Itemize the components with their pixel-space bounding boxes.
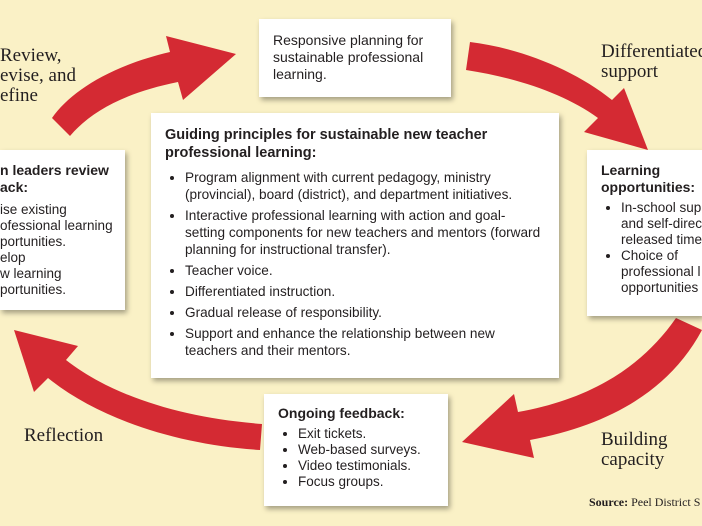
- ongoing-feedback-box: Ongoing feedback: Exit tickets. Web-base…: [264, 394, 448, 506]
- leaders-review-list: ise existing ofessional learning portuni…: [0, 202, 125, 298]
- guiding-principles-title-line1: Guiding principles for sustainable new t…: [165, 127, 488, 143]
- stage-label-review: Review, evise, and efine: [0, 46, 76, 106]
- list-item: In-school sup and self-direc released ti…: [621, 200, 702, 248]
- leaders-review-title-line1: n leaders review: [0, 162, 109, 178]
- list-item: Teacher voice.: [185, 262, 545, 279]
- stage-label-differentiated: Differentiated support: [601, 42, 702, 82]
- arrow-review-to-planning: [52, 36, 236, 136]
- leaders-review-title: n leaders review ack:: [0, 162, 125, 196]
- planning-text-line2: sustainable professional: [273, 49, 424, 65]
- planning-text-line1: Responsive planning for: [273, 32, 424, 48]
- list-item: Support and enhance the relationship bet…: [185, 325, 545, 359]
- leaders-review-title-line2: ack:: [0, 179, 29, 195]
- stage-label-review-line3: efine: [0, 85, 38, 106]
- arrow-feedback-to-review: [14, 330, 262, 450]
- learning-opportunities-title: Learning opportunities:: [601, 162, 702, 196]
- list-item: Exit tickets.: [298, 426, 438, 442]
- source-note: Source: Peel District S: [589, 495, 700, 510]
- planning-text-line3: learning.: [273, 66, 327, 82]
- stage-label-building-line1: Building: [601, 429, 668, 450]
- stage-label-review-line1: Review,: [0, 45, 62, 66]
- learning-item2-line2: professional l: [621, 264, 701, 279]
- learning-item1-line2: and self-direc: [621, 216, 702, 231]
- list-item: Choice of professional l opportunities: [621, 248, 702, 296]
- guiding-principles-list: Program alignment with current pedagogy,…: [165, 169, 545, 359]
- list-item: Focus groups.: [298, 474, 438, 490]
- stage-label-building: Building capacity: [601, 430, 668, 470]
- stage-label-review-line2: evise, and: [0, 65, 76, 86]
- arrow-planning-to-support: [466, 42, 648, 150]
- leaders-item2-line1: elop: [0, 250, 26, 265]
- leaders-item1-line1: ise existing: [0, 202, 67, 217]
- list-item: Interactive professional learning with a…: [185, 207, 545, 258]
- learning-opportunities-title-line1: Learning: [601, 162, 661, 178]
- list-item: Gradual release of responsibility.: [185, 304, 545, 321]
- planning-box: Responsive planning for sustainable prof…: [259, 19, 451, 97]
- list-item: Program alignment with current pedagogy,…: [185, 169, 545, 203]
- ongoing-feedback-list: Exit tickets. Web-based surveys. Video t…: [278, 426, 438, 490]
- leaders-item2-line3: portunities.: [0, 282, 67, 297]
- source-label: Source:: [589, 495, 629, 509]
- list-item: Video testimonials.: [298, 458, 438, 474]
- learning-item1-line1: In-school sup: [621, 200, 702, 215]
- guiding-principles-title: Guiding principles for sustainable new t…: [165, 126, 545, 162]
- stage-label-differentiated-line2: support: [601, 61, 658, 82]
- leaders-review-box: n leaders review ack: ise existing ofess…: [0, 150, 125, 310]
- leaders-item1-line3: portunities.: [0, 234, 67, 249]
- arrow-support-to-feedback: [462, 318, 702, 458]
- learning-item2-line3: opportunities: [621, 280, 699, 295]
- learning-opportunities-title-line2: opportunities:: [601, 179, 696, 195]
- stage-label-reflection: Reflection: [24, 425, 104, 446]
- learning-opportunities-box: Learning opportunities: In-school sup an…: [587, 150, 702, 316]
- stage-label-building-line2: capacity: [601, 449, 665, 470]
- learning-opportunities-list: In-school sup and self-direc released ti…: [601, 200, 702, 296]
- leaders-item1-line2: ofessional learning: [0, 218, 113, 233]
- list-item: Differentiated instruction.: [185, 283, 545, 300]
- ongoing-feedback-title: Ongoing feedback:: [278, 405, 405, 421]
- leaders-item2-line2: w learning: [0, 266, 62, 281]
- stage-label-differentiated-line1: Differentiated: [601, 41, 702, 62]
- guiding-principles-title-line2: professional learning:: [165, 145, 317, 161]
- learning-item2-line1: Choice of: [621, 248, 679, 263]
- list-item: Web-based surveys.: [298, 442, 438, 458]
- learning-item1-line3: released time: [621, 232, 702, 247]
- source-text: Peel District S: [631, 495, 701, 509]
- guiding-principles-box: Guiding principles for sustainable new t…: [151, 113, 559, 378]
